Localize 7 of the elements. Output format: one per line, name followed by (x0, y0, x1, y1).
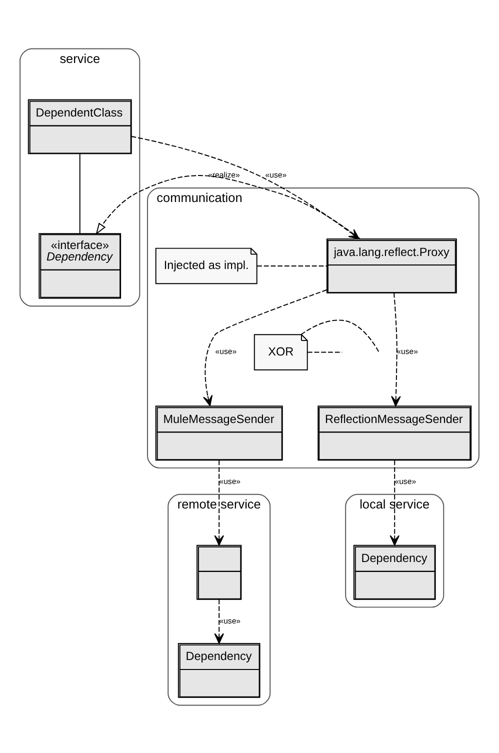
edge-label: «use» (396, 346, 418, 356)
edge-label: «use» (265, 170, 287, 180)
edge-label: «use» (219, 616, 241, 625)
edge-label: «use» (219, 476, 241, 486)
edge-label: «use» (394, 476, 416, 486)
edge-label: «use» (215, 346, 237, 356)
edge-label: «realize» (208, 170, 240, 180)
